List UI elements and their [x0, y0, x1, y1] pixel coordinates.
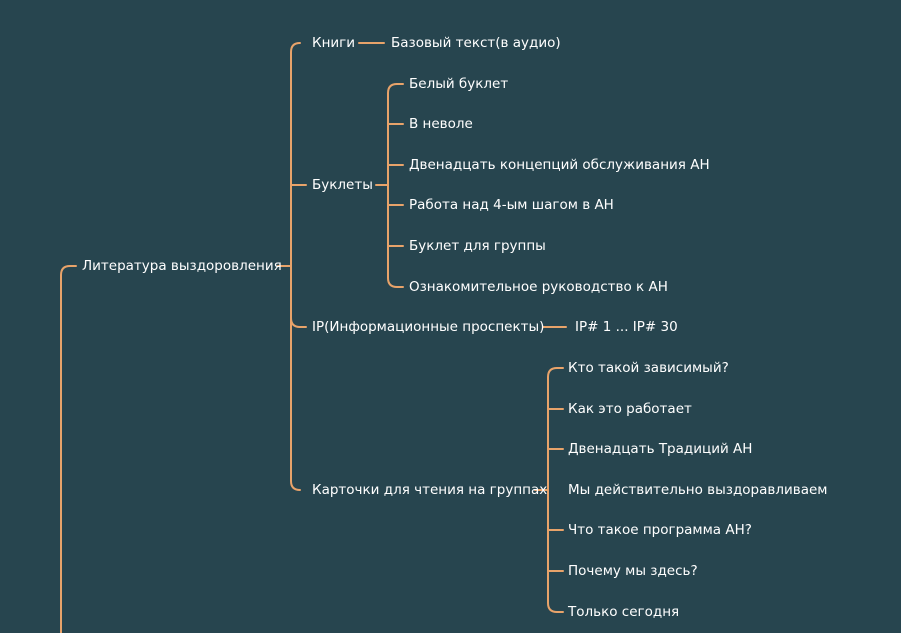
card-we-do-recover[interactable]: Мы действительно выздоравливаем: [568, 482, 828, 498]
branches-spine: [290, 42, 301, 491]
card-just-for-today[interactable]: Только сегодня: [568, 604, 680, 620]
booklet-fourth-step[interactable]: Работа над 4-ым шагом в АН: [409, 197, 614, 213]
root-trunk-line: [60, 265, 77, 633]
card-how-it-works[interactable]: Как это работает: [568, 401, 692, 417]
branch-booklets[interactable]: Буклеты: [312, 177, 373, 193]
root-node-recovery-literature[interactable]: Литература выздоровления: [82, 258, 282, 274]
card-why-are-we-here[interactable]: Почему мы здесь?: [568, 563, 698, 579]
branch-ip[interactable]: IP(Информационные проспекты): [312, 319, 545, 335]
card-what-is-na-program[interactable]: Что такое программа АН?: [568, 522, 752, 538]
branch-books[interactable]: Книги: [312, 35, 356, 51]
booklet-introductory-guide[interactable]: Ознакомительное руководство к АН: [409, 279, 668, 295]
ip-range[interactable]: IP# 1 ... IP# 30: [575, 319, 678, 335]
booklet-group-booklet[interactable]: Буклет для группы: [409, 238, 546, 254]
booklet-twelve-concepts[interactable]: Двенадцать концепций обслуживания АН: [409, 157, 710, 173]
connector-lines: [60, 42, 567, 633]
card-twelve-traditions[interactable]: Двенадцать Традиций АН: [568, 441, 753, 457]
book-basic-text[interactable]: Базовый текст(в аудио): [391, 35, 561, 51]
booklet-white-booklet[interactable]: Белый буклет: [409, 76, 509, 92]
card-who-is-addict[interactable]: Кто такой зависимый?: [568, 360, 729, 376]
cards-spine: [547, 367, 564, 613]
booklets-spine: [387, 83, 404, 288]
branch-reading-cards[interactable]: Карточки для чтения на группах: [312, 482, 548, 498]
branch-line-ip: [290, 317, 307, 328]
booklet-behind-walls[interactable]: В неволе: [409, 116, 473, 132]
